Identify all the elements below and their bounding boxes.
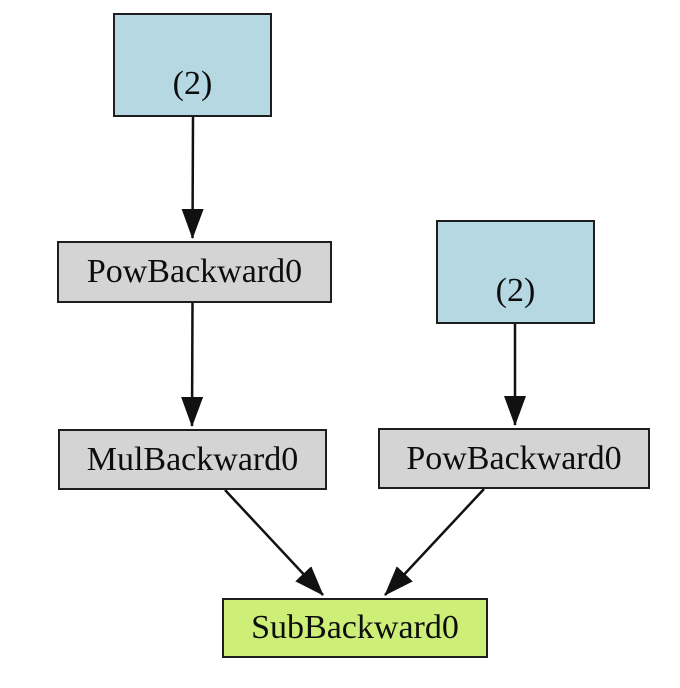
node-tensor-right: (2) (436, 220, 595, 324)
node-pow-backward-right: PowBackward0 (378, 428, 650, 489)
node-pow-backward-right-label: PowBackward0 (406, 439, 622, 477)
edge-mul-to-sub (224, 489, 324, 596)
node-tensor-left-label: (2) (172, 65, 213, 102)
node-pow-backward-left: PowBackward0 (57, 241, 332, 303)
node-sub-backward-label: SubBackward0 (251, 609, 459, 646)
node-tensor-left: (2) (113, 13, 272, 117)
node-pow-backward-left-label: PowBackward0 (86, 253, 303, 290)
edge-pow-left-to-mul (181, 302, 204, 427)
edge-pow-right-to-sub (384, 488, 485, 596)
node-mul-backward-label: MulBackward0 (86, 440, 299, 478)
node-sub-backward: SubBackward0 (222, 598, 488, 658)
node-mul-backward: MulBackward0 (58, 429, 327, 490)
node-tensor-right-label: (2) (495, 272, 536, 309)
edge-tensor-left-to-pow-left (181, 116, 204, 239)
